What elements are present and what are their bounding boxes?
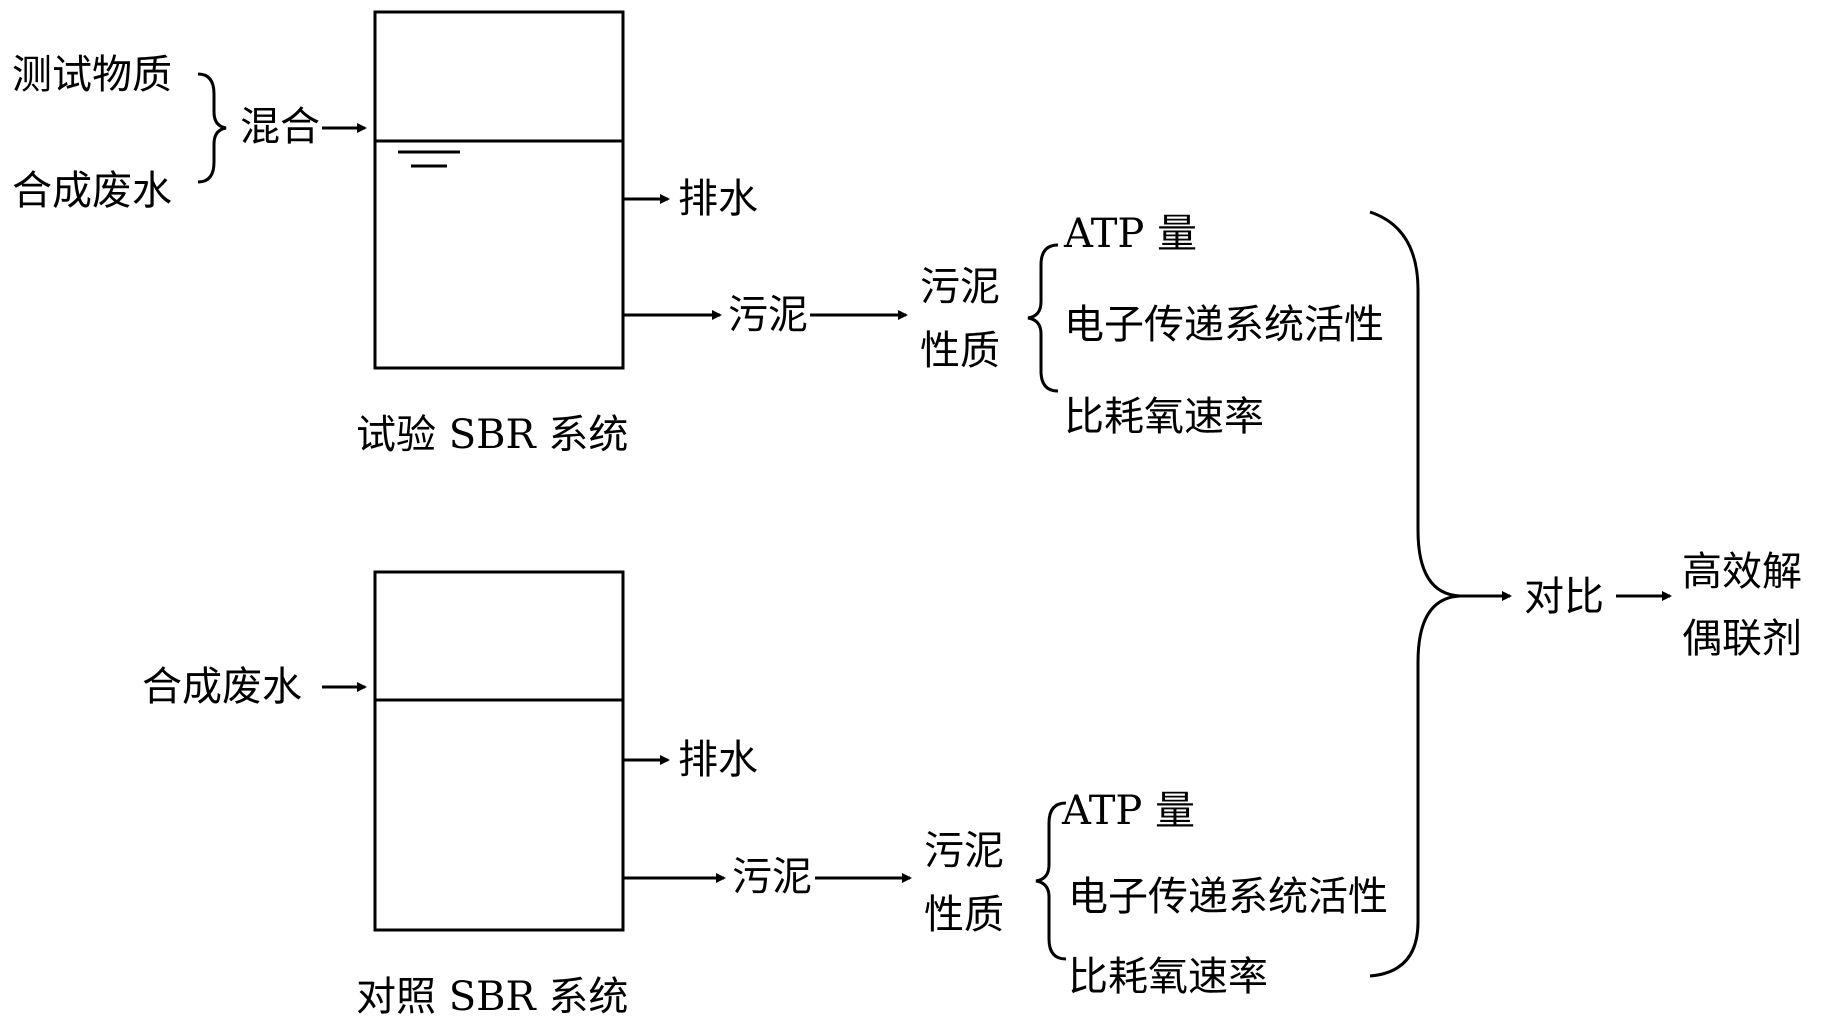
- test-sludge-label: 污泥: [728, 292, 808, 338]
- control-metric-ets: 电子传递系统活性: [1068, 874, 1388, 920]
- control-drain-label: 排水: [678, 737, 758, 783]
- test-metric-ets: 电子传递系统活性: [1064, 302, 1384, 348]
- comparison: 对比 高效解 偶联剂: [1369, 210, 1802, 978]
- test-mix-label: 混合: [240, 104, 320, 150]
- control-sludge-label: 污泥: [732, 854, 812, 900]
- control-metric-atp: ATP 量: [1061, 788, 1195, 834]
- control-props-label-2: 性质: [924, 892, 1004, 938]
- test-metric-sour: 比耗氧速率: [1064, 394, 1264, 440]
- test-props-label-1: 污泥: [920, 264, 1000, 310]
- test-metric-atp: ATP 量: [1063, 211, 1197, 257]
- test-input-substance: 测试物质: [12, 52, 172, 98]
- control-system: 合成废水 对照 SBR 系统 排水 污泥 污泥 性质 ATP 量 电子传递系统活…: [142, 570, 1388, 1020]
- test-drain-label: 排水: [678, 176, 758, 222]
- test-props-label-2: 性质: [920, 328, 1000, 374]
- comparison-merge-brace: [1369, 210, 1461, 978]
- control-metric-sour: 比耗氧速率: [1068, 954, 1268, 1000]
- result-label-line1: 高效解: [1682, 549, 1802, 595]
- test-metrics-brace: [1027, 243, 1059, 393]
- control-metrics-brace: [1035, 801, 1067, 961]
- test-input-brace: [197, 72, 227, 184]
- control-sbr-reactor: [373, 570, 625, 932]
- result-label-line2: 偶联剂: [1682, 616, 1802, 662]
- test-sbr-reactor: [373, 10, 625, 370]
- control-input-wastewater: 合成废水: [142, 664, 302, 710]
- control-sbr-caption: 对照 SBR 系统: [356, 974, 628, 1020]
- control-props-label-1: 污泥: [924, 828, 1004, 874]
- test-sbr-caption: 试验 SBR 系统: [356, 412, 628, 458]
- comparison-label: 对比: [1524, 574, 1604, 620]
- test-system: 测试物质 合成废水 混合 试验 SBR 系统 排水 污泥 污泥 性质 ATP 量…: [12, 10, 1384, 458]
- test-input-wastewater: 合成废水: [12, 168, 172, 214]
